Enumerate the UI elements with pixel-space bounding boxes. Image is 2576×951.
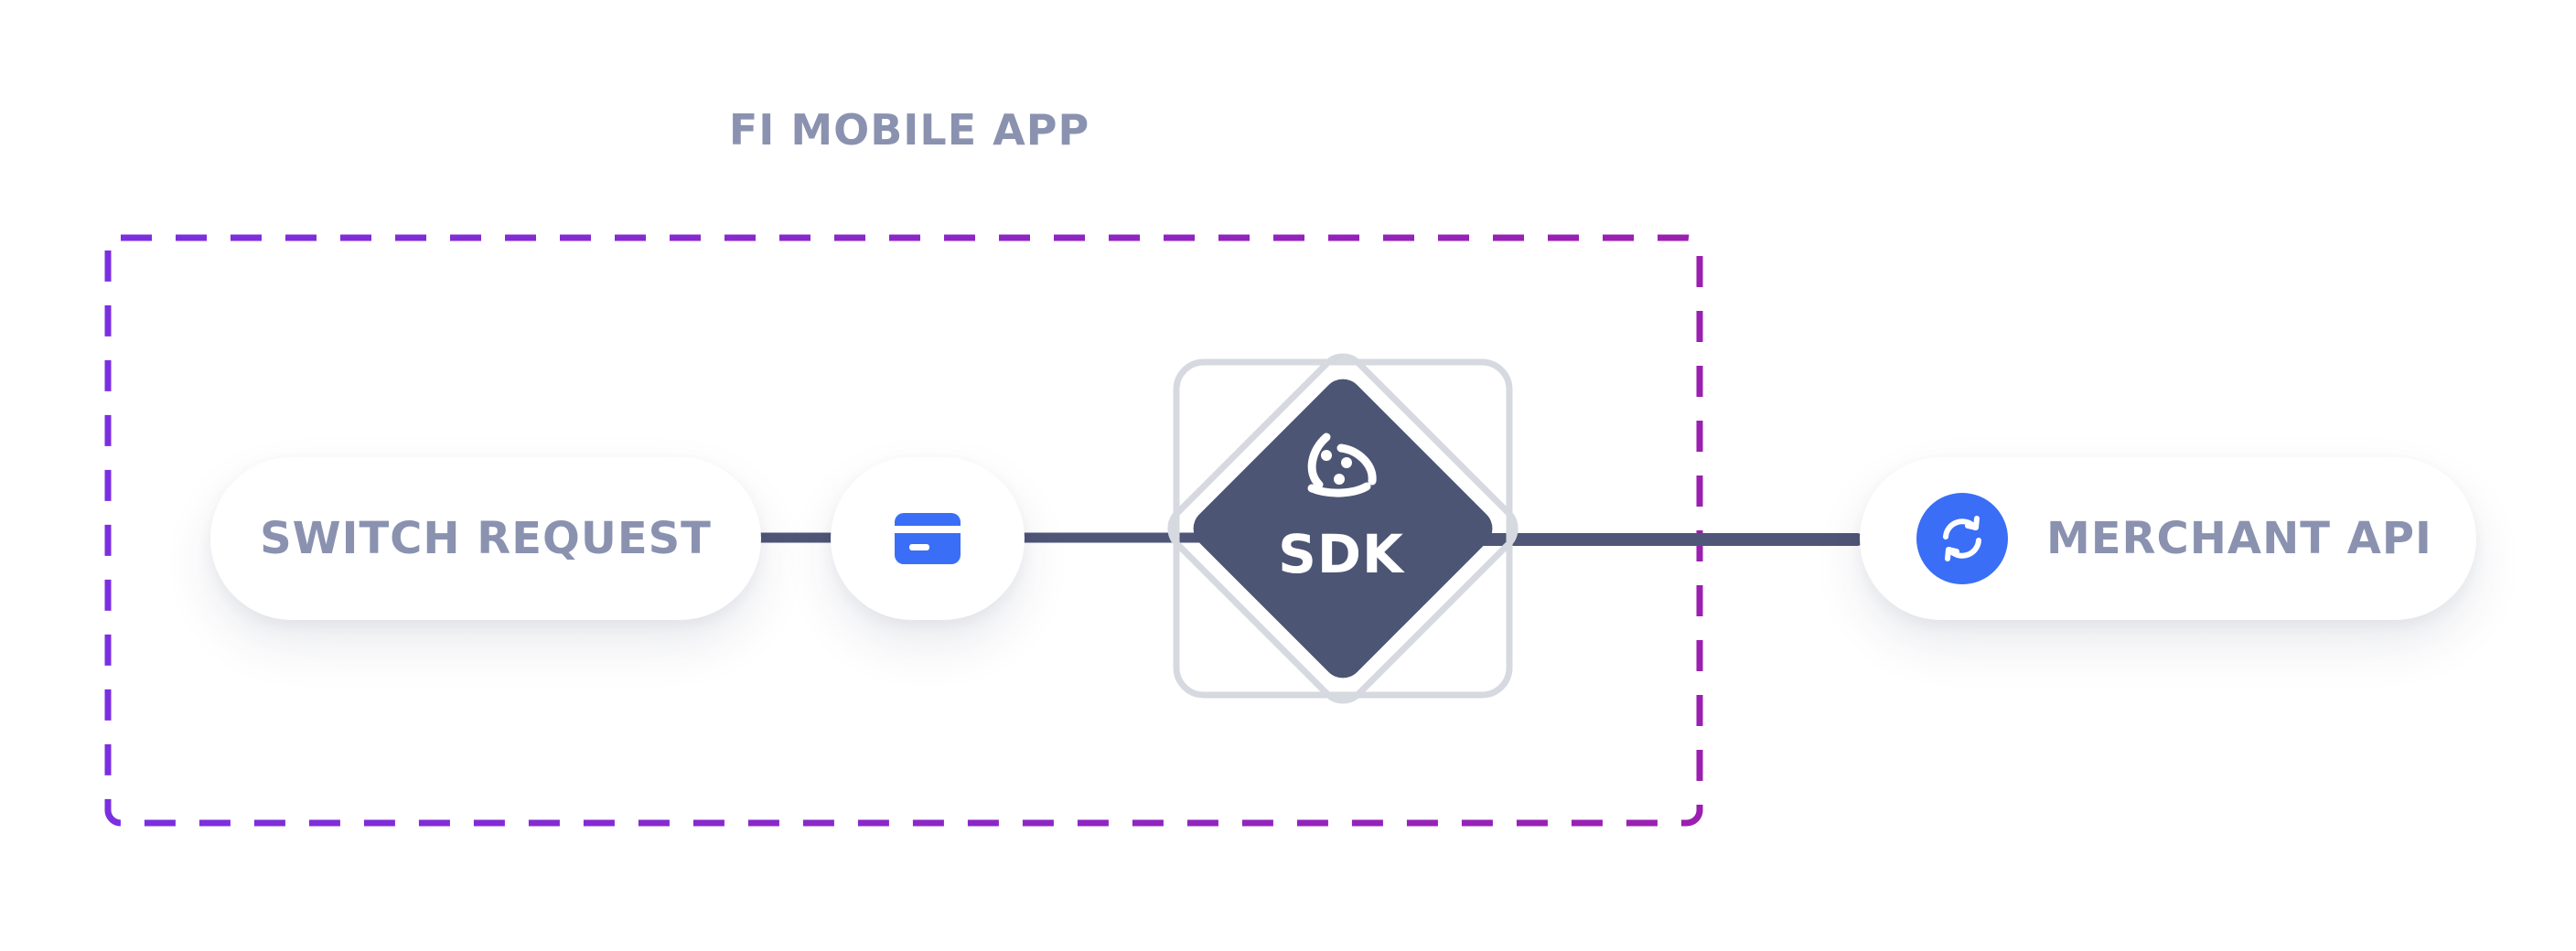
sdk-decorative-frames (1167, 353, 1519, 704)
merchant-api-node: MERCHANT API (1860, 457, 2476, 620)
card-node (831, 457, 1025, 620)
merchant-api-label: MERCHANT API (2046, 513, 2432, 564)
app-boundary-dashed-border (104, 234, 1703, 827)
switch-request-label: SWITCH REQUEST (260, 513, 712, 564)
switch-request-node: SWITCH REQUEST (210, 457, 761, 620)
credit-card-icon (895, 513, 961, 564)
sync-arrows-glyph (1943, 516, 1981, 561)
sdk-outline-square (1173, 358, 1513, 699)
sync-icon (1916, 493, 2008, 584)
group-label-fi-mobile-app: FI MOBILE APP (728, 105, 1090, 155)
sdk-logo-icon (1307, 433, 1377, 497)
sdk-diamond (1193, 379, 1493, 679)
sdk-outline-diamond (1167, 353, 1519, 704)
sdk-label: SDK (1278, 523, 1404, 585)
